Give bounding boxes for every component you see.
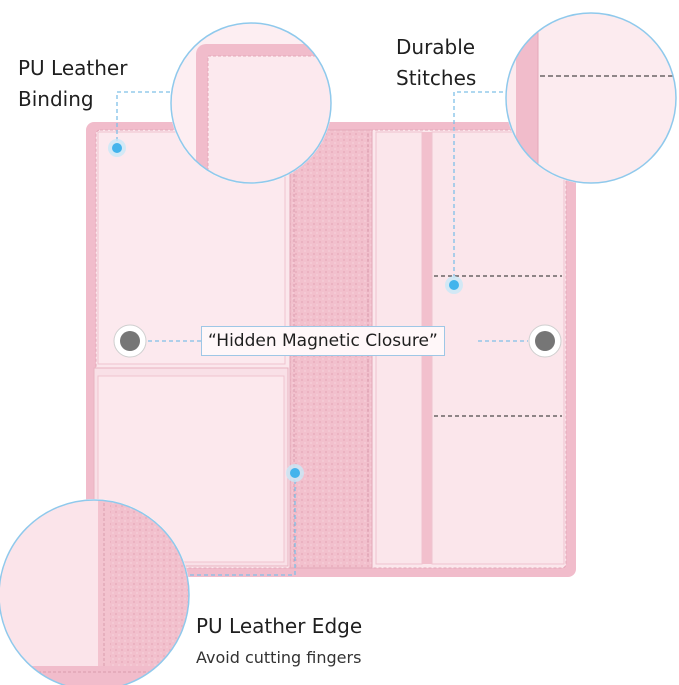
stitch-marker bbox=[445, 276, 463, 294]
edge-callout-title: PU Leather Edge bbox=[196, 614, 363, 638]
zoom-edge bbox=[0, 499, 190, 685]
edge-callout-subtitle: Avoid cutting fingers bbox=[196, 648, 362, 667]
binding-callout: PU Leather Binding bbox=[18, 53, 127, 115]
zoom-stitches bbox=[505, 12, 677, 184]
guide-lines bbox=[116, 91, 528, 576]
binding-callout-line2: Binding bbox=[18, 87, 94, 111]
magnet-right bbox=[528, 324, 562, 358]
stitches-callout-line2: Stitches bbox=[396, 66, 477, 90]
edge-marker bbox=[286, 464, 304, 482]
stitches-callout-line1: Durable bbox=[396, 35, 476, 59]
stitches-callout: Durable Stitches bbox=[396, 32, 476, 94]
magnet-left bbox=[113, 324, 147, 358]
closure-callout: “Hidden Magnetic Closure” bbox=[201, 326, 445, 356]
binding-marker bbox=[108, 139, 126, 157]
zoom-binding bbox=[170, 22, 332, 184]
binding-callout-line1: PU Leather bbox=[18, 56, 128, 80]
